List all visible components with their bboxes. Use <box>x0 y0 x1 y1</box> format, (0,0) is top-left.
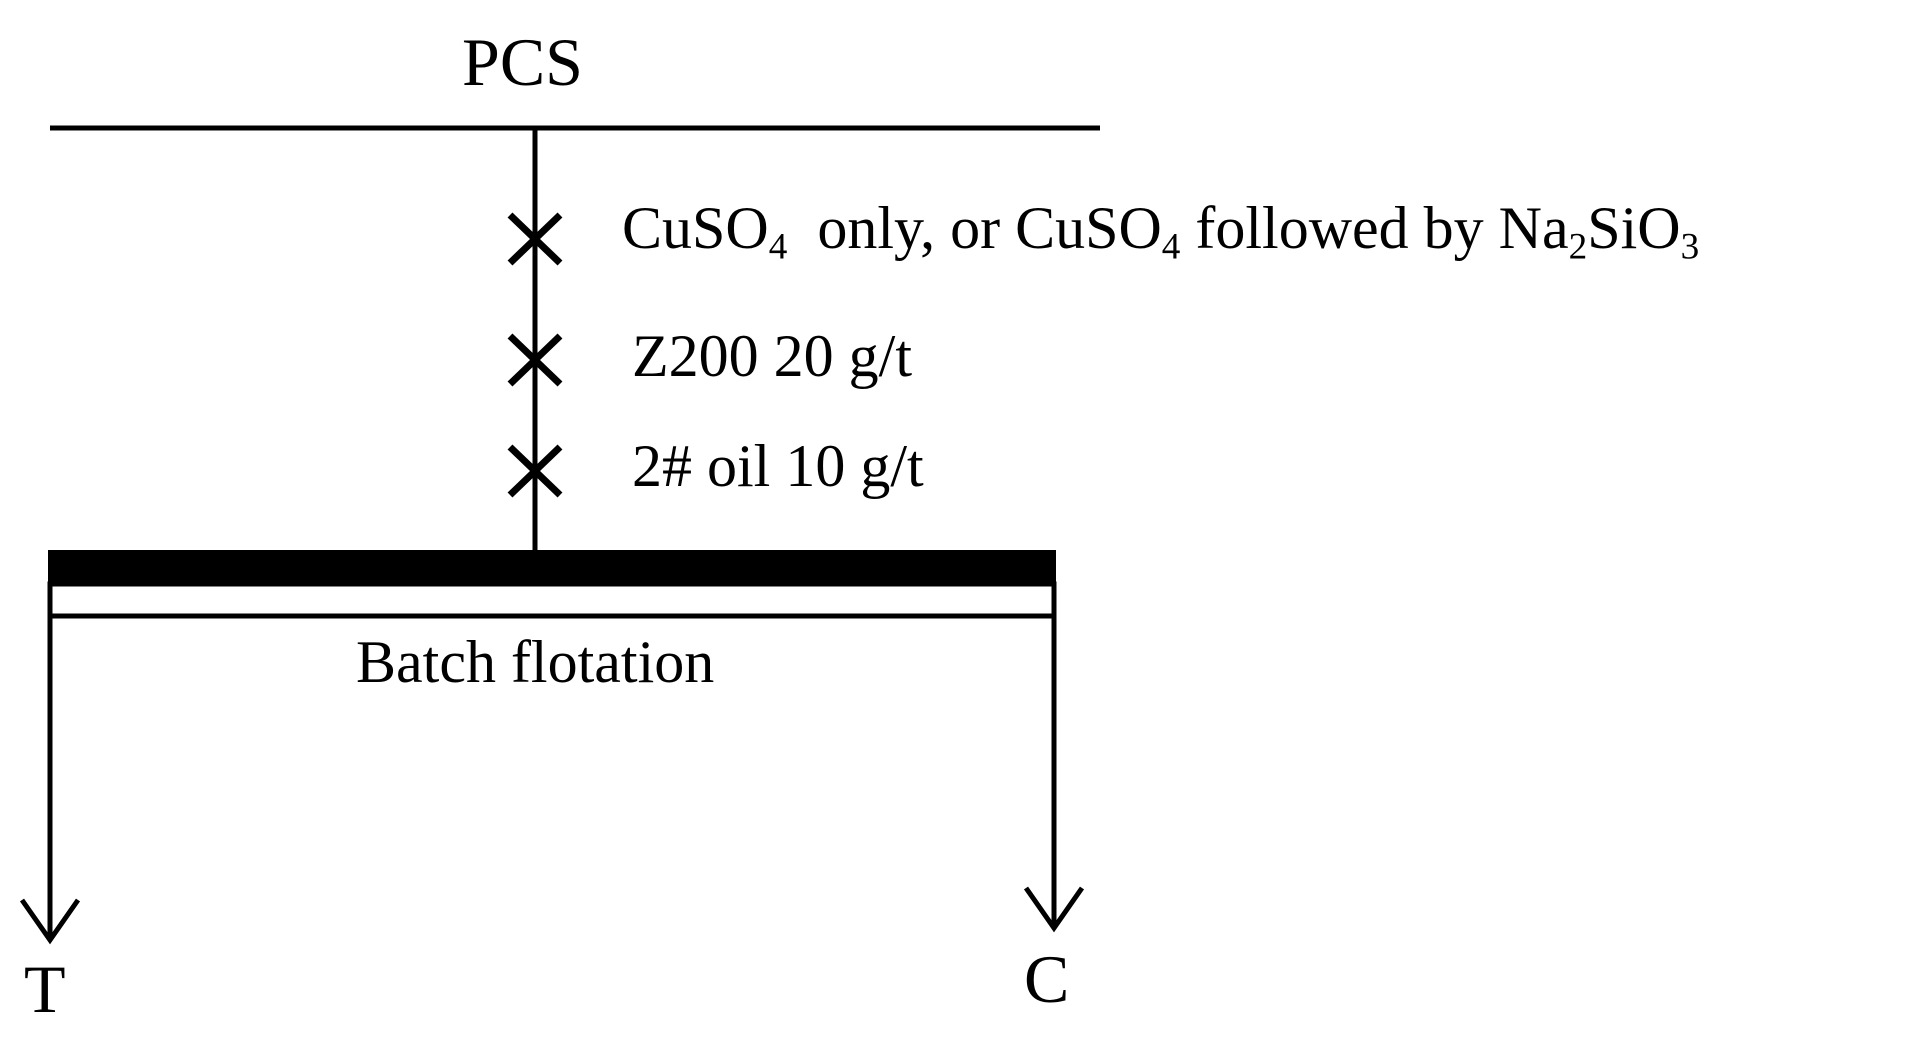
reagent-1-part-2-sub: 4 <box>1161 226 1181 268</box>
concentrate-label: C <box>1024 941 1070 1017</box>
reagent-1-part-2: only, or CuSO <box>787 195 1162 261</box>
reagent-1-part-1: CuSO <box>622 195 769 261</box>
flotation-unit-outline <box>47 581 1057 619</box>
reagent-label-1: CuSO4 only, or CuSO4 followed by Na2SiO3 <box>622 195 1699 266</box>
reagent-label-3: 2# oil 10 g/t <box>632 433 924 499</box>
reagent-1-part-4-sub: 3 <box>1680 226 1700 268</box>
reagent-1-part-1-sub: 4 <box>768 226 788 268</box>
reagent-1-part-3: followed by Na <box>1180 195 1569 261</box>
reagent-1-part-4: SiO <box>1587 195 1681 261</box>
reagent-label-2: Z200 20 g/t <box>632 323 912 389</box>
operation-label: Batch flotation <box>356 629 715 695</box>
tailings-label: T <box>24 951 66 1027</box>
flotation-unit-bar <box>48 550 1056 586</box>
reagent-marker-1 <box>507 212 563 266</box>
feed-label: PCS <box>462 24 583 100</box>
tailings-arrowhead <box>19 898 81 945</box>
concentrate-arrowhead <box>1023 886 1085 933</box>
reagent-marker-2 <box>507 333 563 387</box>
reagent-1-part-3-sub: 2 <box>1568 226 1588 268</box>
reagent-marker-3 <box>507 444 563 498</box>
